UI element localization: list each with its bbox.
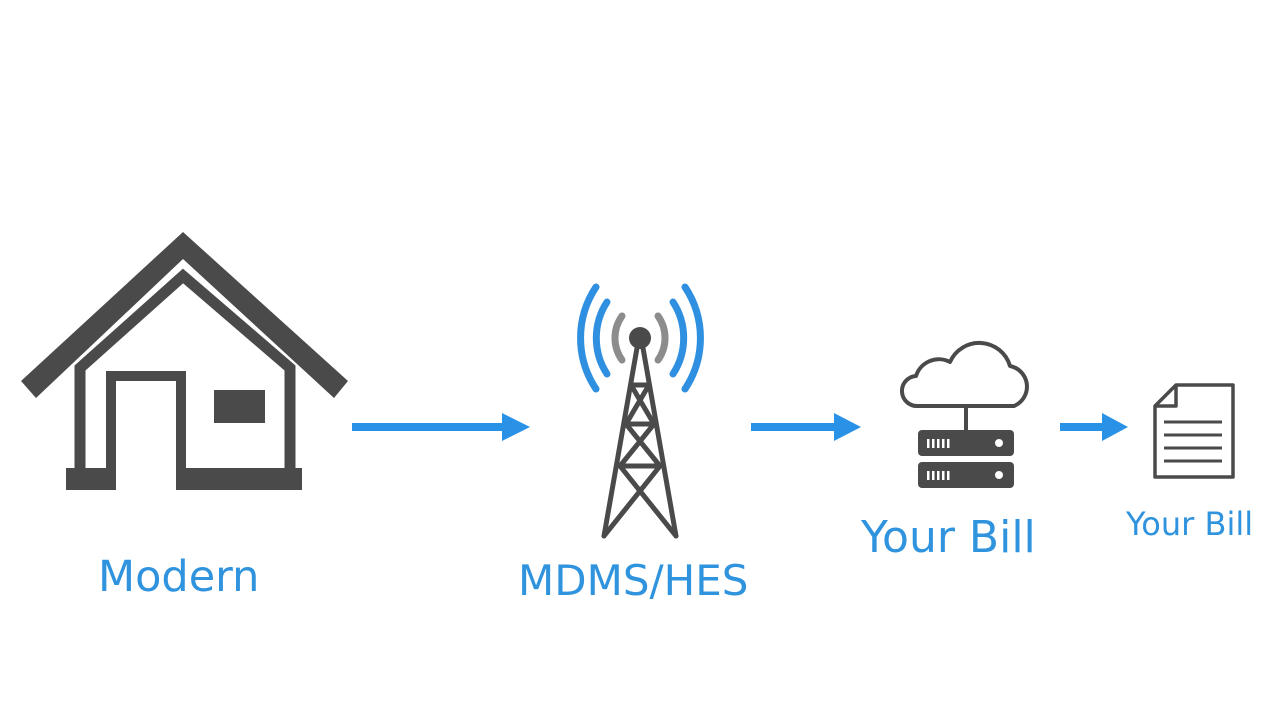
arrow-house-to-tower — [352, 413, 530, 441]
house-label: Modern — [98, 552, 260, 602]
arrow-server-to-document — [1060, 413, 1128, 441]
tower-label: MDMS/HES — [518, 556, 749, 605]
antenna-tower-icon — [577, 283, 704, 539]
document-label: Your Bill — [1126, 505, 1254, 543]
house-icon — [21, 232, 348, 490]
arrow-tower-to-server — [751, 413, 861, 441]
cloud-server-icon — [899, 340, 1029, 488]
server-label: Your Bill — [861, 512, 1036, 563]
document-icon — [1153, 383, 1235, 479]
